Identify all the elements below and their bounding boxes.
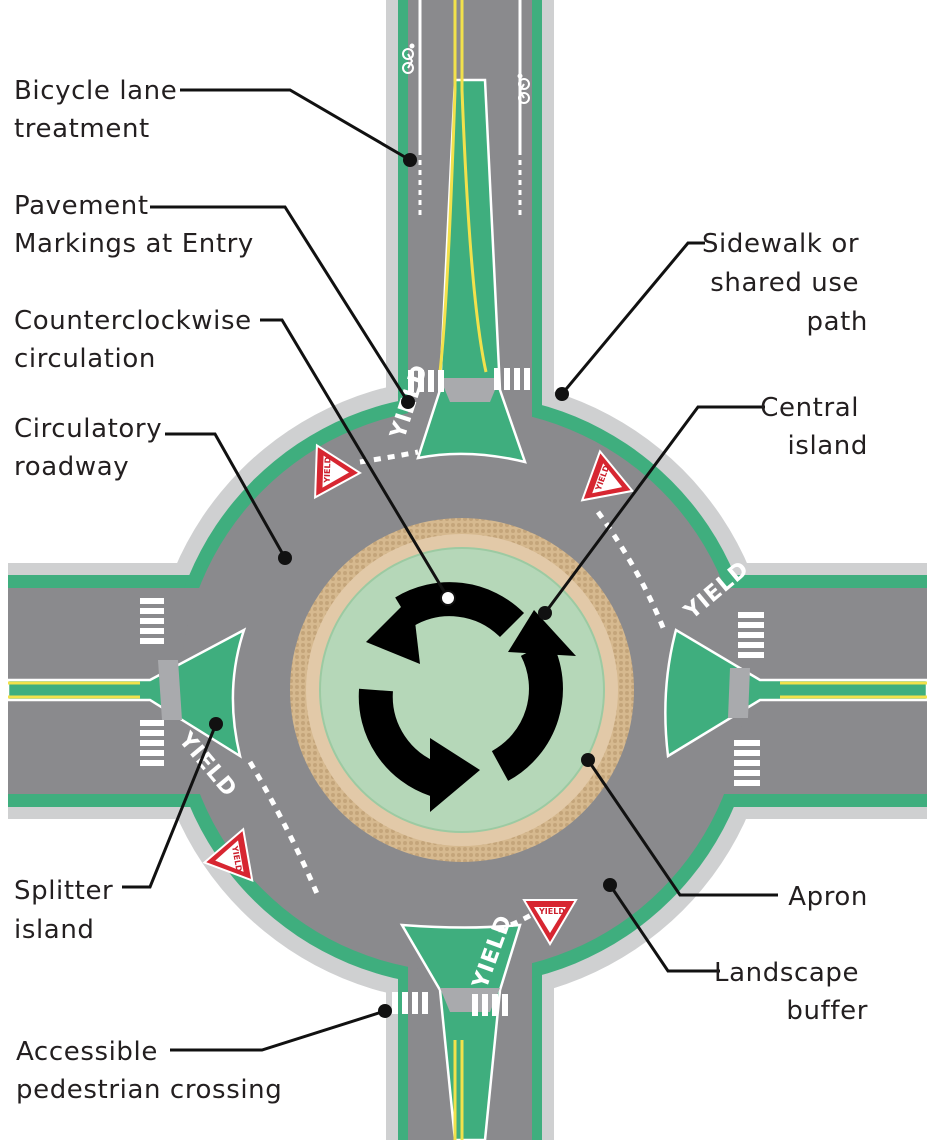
leader-splitter-island [122, 723, 218, 889]
bicycle-symbols [402, 43, 530, 104]
label-bicycle-lane: Bicycle lane treatment [14, 76, 186, 144]
yield-sign-icon: YIELD [202, 827, 254, 883]
yield-sign-icon: YIELD [522, 899, 578, 946]
circulation-arrow-icon [366, 582, 525, 664]
crosswalk-north-right [494, 368, 530, 390]
leader-endpoints [209, 153, 617, 1018]
callout-labels: Bicycle lane treatment Pavement Markings… [14, 76, 868, 1105]
label-sidewalk: Sidewalk or shared use path [702, 229, 868, 337]
crosswalk-east-upper [738, 612, 764, 658]
leader-central-island [543, 405, 765, 614]
crosswalk-west-lower [140, 720, 164, 766]
crosswalks [140, 368, 764, 1016]
leader-bicycle-lane [180, 88, 411, 162]
crosswalk-south-left [392, 992, 428, 1014]
yield-sign-icon: YIELD [314, 443, 362, 500]
bicycle-icon [517, 73, 530, 104]
label-apron: Apron [788, 882, 868, 912]
label-accessible-crossing: Accessible pedestrian crossing [16, 1037, 282, 1105]
yield-sign-label: YIELD [323, 456, 333, 484]
label-central-island: Central island [760, 393, 868, 461]
crosswalk-south-right [472, 994, 508, 1016]
leader-circulatory-roadway [165, 432, 287, 559]
crosswalk-north-left [408, 370, 444, 392]
leader-pavement-markings [150, 205, 410, 403]
leader-apron [586, 759, 778, 897]
label-pavement-markings: Pavement Markings at Entry [14, 191, 254, 259]
crosswalk-west-upper [140, 598, 164, 644]
yield-signs: YIELD YIELD YIELD YIELD [202, 443, 635, 946]
road-network: YIELD YIELD YIELD YIELD [6, 0, 927, 1140]
label-splitter-island: Splitter island [14, 876, 122, 945]
central-island-group [290, 518, 634, 862]
label-landscape-buffer: Landscape buffer [714, 958, 868, 1026]
leader-counterclockwise [260, 318, 450, 599]
label-counterclockwise: Counterclockwise circulation [14, 306, 261, 374]
leader-landscape-buffer [608, 884, 720, 973]
leader-sidewalk [560, 241, 705, 395]
circulation-arrows [358, 582, 576, 812]
leader-accessible-crossing [170, 1009, 386, 1052]
leader-lines [122, 88, 778, 1052]
yield-sign-icon: YIELD [580, 449, 635, 502]
label-circulatory-roadway: Circulatory roadway [14, 414, 171, 482]
circulation-arrow-icon [358, 688, 480, 812]
circulation-arrow-icon [491, 610, 576, 781]
yield-sign-label: YIELD [538, 907, 565, 916]
crosswalk-east-lower [734, 740, 760, 786]
bicycle-icon [402, 43, 415, 74]
